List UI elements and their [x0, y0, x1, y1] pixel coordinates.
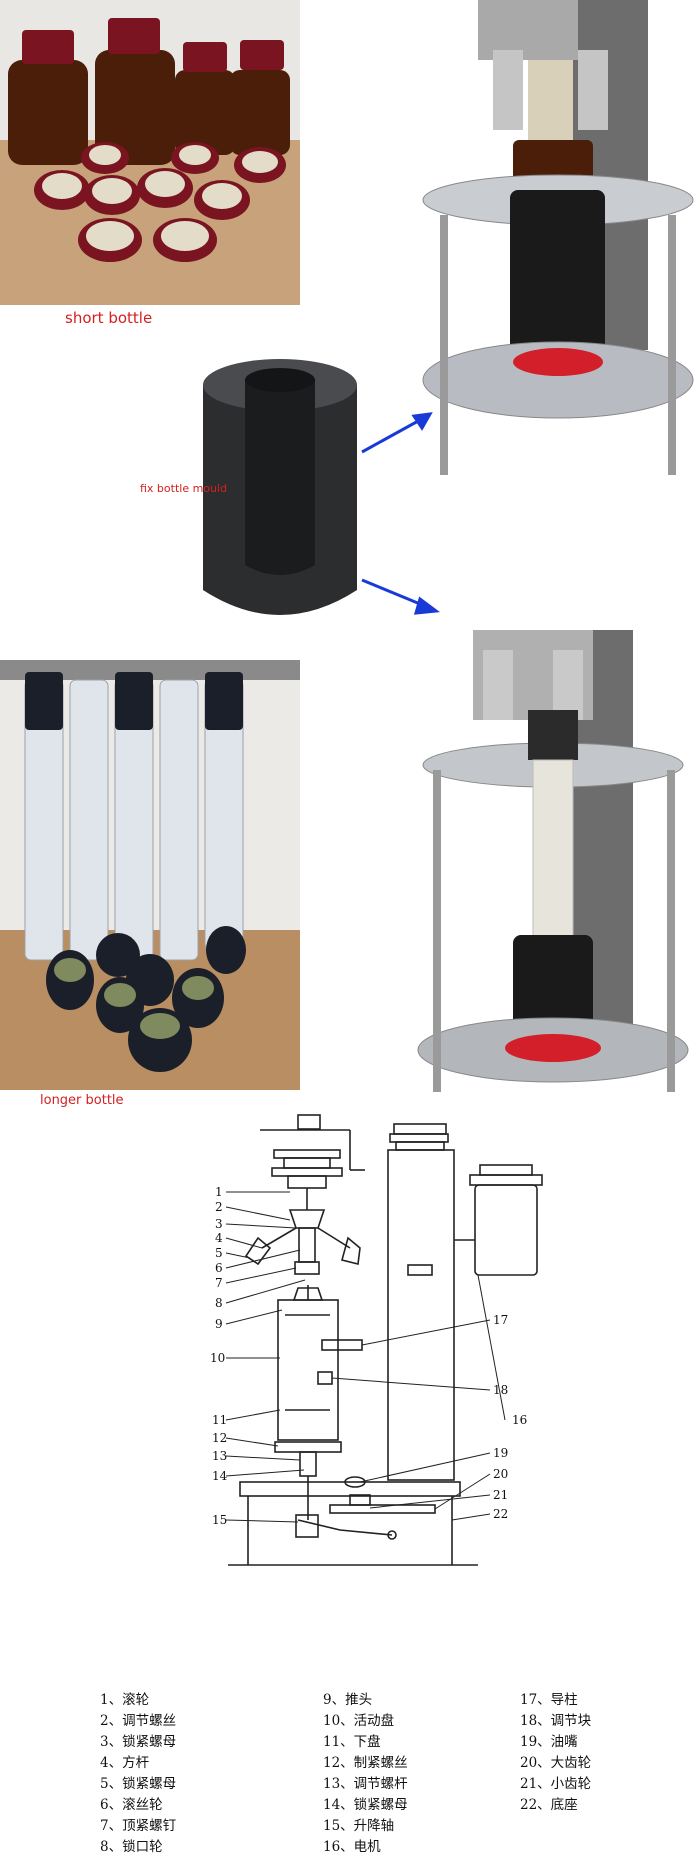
callout-16: 16 — [512, 1413, 527, 1427]
callout-3: 3 — [215, 1217, 223, 1231]
legend-item-15: 15、升降轴 — [323, 1818, 395, 1834]
callout-21: 21 — [493, 1488, 508, 1502]
legend-item-7: 7、顶紧螺钉 — [100, 1818, 177, 1834]
short-bottle-caption: short bottle — [65, 309, 153, 327]
callout-7: 7 — [215, 1276, 223, 1290]
legend-item-1: 1、滚轮 — [100, 1692, 150, 1708]
legend-item-17: 17、导柱 — [520, 1692, 578, 1708]
callout-15: 15 — [212, 1513, 227, 1527]
short-bottle-photo — [0, 0, 300, 305]
callout-18: 18 — [493, 1383, 508, 1397]
callout-12: 12 — [212, 1431, 227, 1445]
callout-9: 9 — [215, 1317, 223, 1331]
machine-diagram: 1 2 3 4 5 6 7 8 9 10 11 12 13 14 15 16 1… — [210, 1114, 543, 1566]
callout-14: 14 — [212, 1469, 228, 1483]
callout-20: 20 — [493, 1467, 508, 1481]
capping-head-short-photo — [418, 0, 700, 475]
legend-item-19: 19、油嘴 — [520, 1734, 578, 1750]
legend-item-9: 9、推头 — [323, 1692, 373, 1708]
legend-item-3: 3、锁紧螺母 — [100, 1734, 177, 1750]
callout-17: 17 — [493, 1313, 508, 1327]
callout-8: 8 — [215, 1296, 223, 1310]
legend-column-3: 17、导柱 18、调节块 19、油嘴 20、大齿轮 21、小齿轮 22、底座 — [520, 1690, 591, 1816]
legend-item-10: 10、活动盘 — [323, 1713, 395, 1729]
legend-item-8: 8、锁口轮 — [100, 1839, 163, 1855]
fix-bottle-mould-photo — [195, 355, 365, 630]
callout-1: 1 — [215, 1185, 223, 1199]
legend-item-6: 6、滚丝轮 — [100, 1797, 163, 1813]
longer-bottle-photo — [0, 660, 300, 1090]
legend-item-22: 22、底座 — [520, 1797, 578, 1813]
callout-13: 13 — [212, 1449, 227, 1463]
capping-head-long-photo — [413, 630, 700, 1092]
legend-item-11: 11、下盘 — [323, 1734, 381, 1750]
legend-item-5: 5、锁紧螺母 — [100, 1776, 177, 1792]
callout-4: 4 — [215, 1231, 223, 1245]
callout-6: 6 — [215, 1261, 223, 1275]
legend-item-16: 16、电机 — [323, 1839, 381, 1855]
longer-bottle-caption: longer bottle — [40, 1093, 124, 1108]
callout-19: 19 — [493, 1446, 508, 1460]
callout-11: 11 — [212, 1413, 227, 1427]
legend-item-20: 20、大齿轮 — [520, 1755, 592, 1771]
legend-item-2: 2、调节螺丝 — [100, 1713, 177, 1729]
arrow-to-upper-machine — [361, 412, 440, 615]
legend-item-21: 21、小齿轮 — [520, 1776, 592, 1792]
callout-22: 22 — [493, 1507, 508, 1521]
legend-item-12: 12、制紧螺丝 — [323, 1755, 408, 1771]
callout-5: 5 — [215, 1246, 223, 1260]
legend-column-1: 1、滚轮 2、调节螺丝 3、锁紧螺母 4、方杆 5、锁紧螺母 6、滚丝轮 7、顶… — [100, 1690, 176, 1858]
legend-item-14: 14、锁紧螺母 — [323, 1797, 408, 1813]
callout-10: 10 — [210, 1351, 225, 1365]
legend-item-13: 13、调节螺杆 — [323, 1776, 408, 1792]
legend-item-18: 18、调节块 — [520, 1713, 592, 1729]
legend-column-2: 9、推头 10、活动盘 11、下盘 12、制紧螺丝 13、调节螺杆 14、锁紧螺… — [323, 1690, 408, 1858]
callout-2: 2 — [215, 1200, 223, 1214]
fix-bottle-mould-caption: fix bottle mould — [140, 482, 228, 495]
legend-item-4: 4、方杆 — [100, 1755, 150, 1771]
